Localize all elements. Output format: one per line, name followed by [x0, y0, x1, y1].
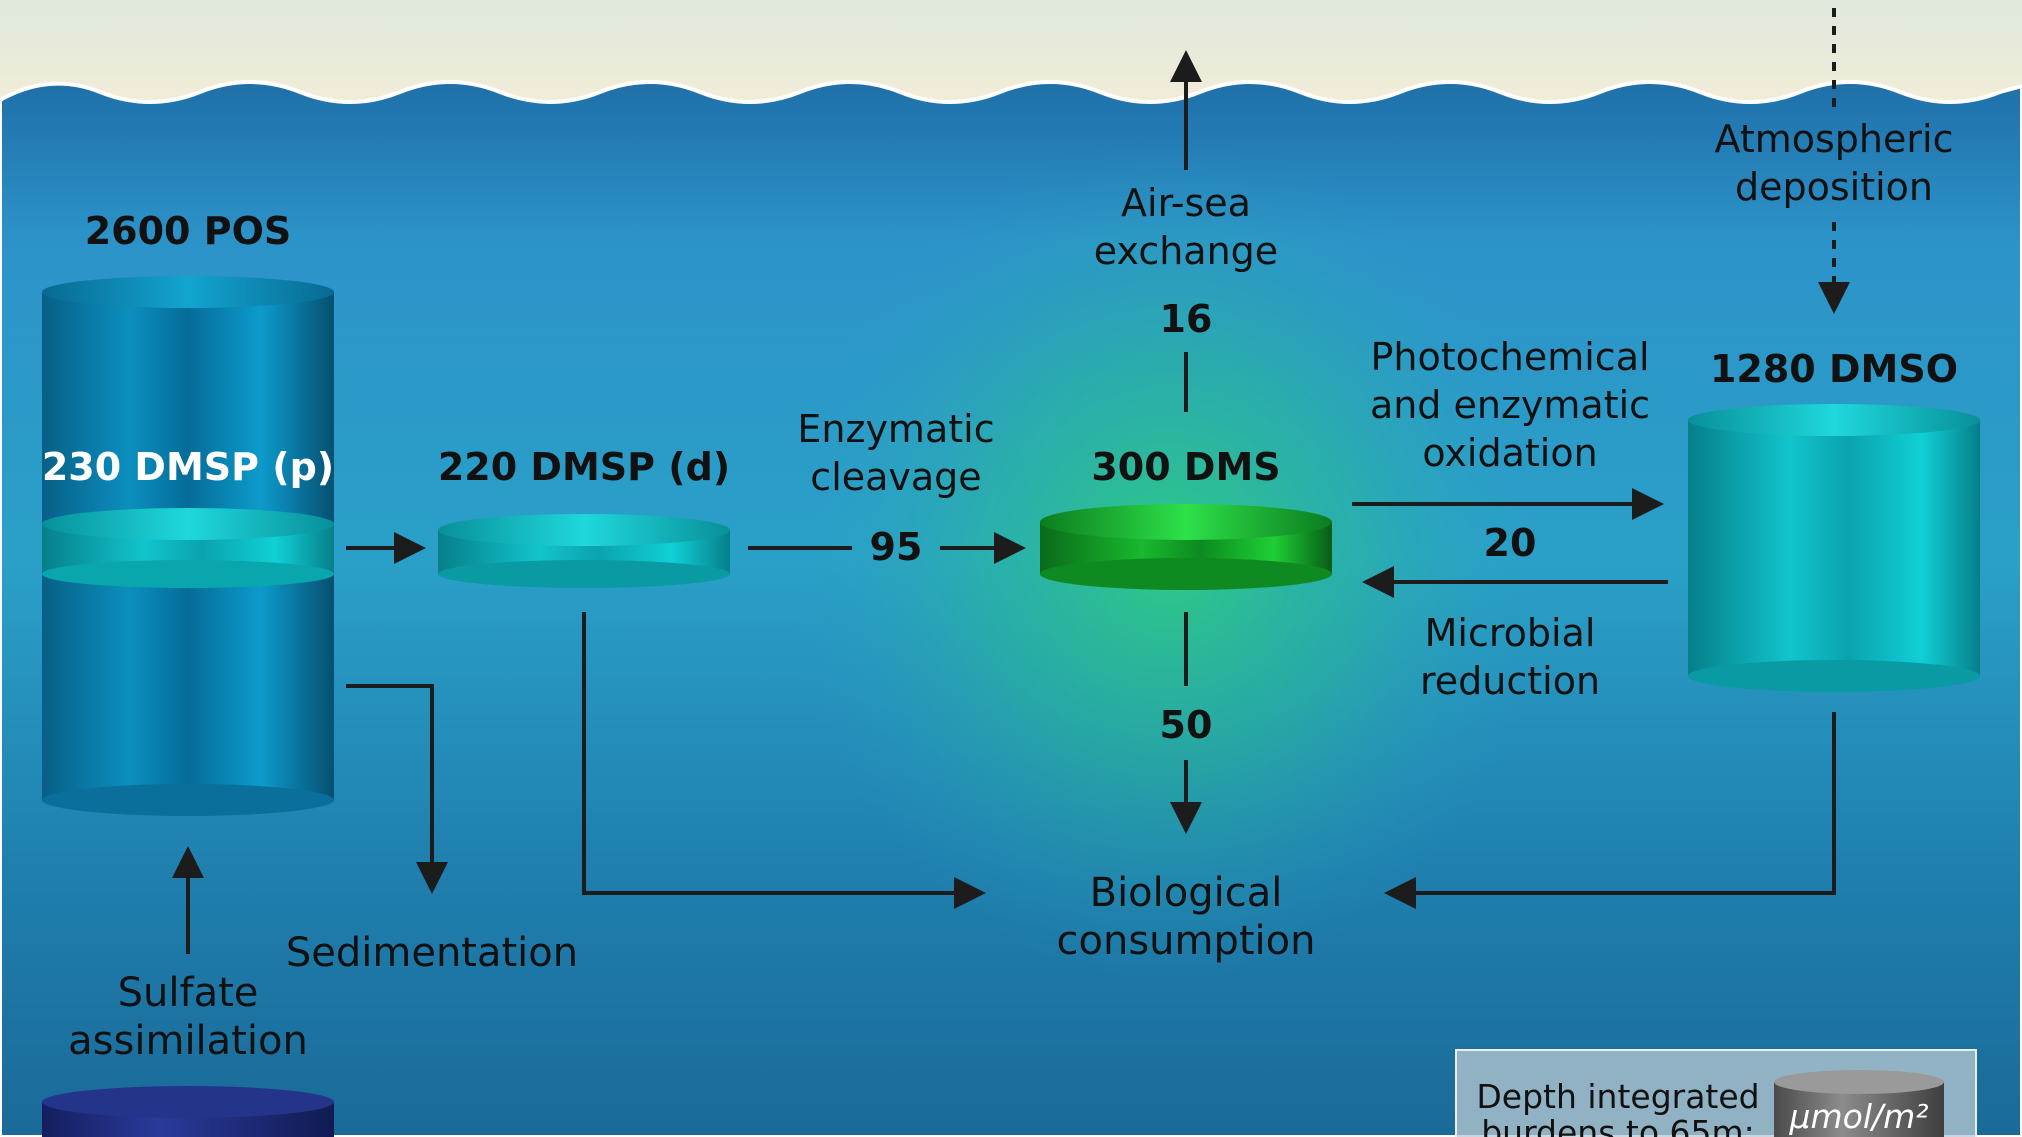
pos-label: 2600 POS: [85, 209, 292, 253]
dmso-pool: [1688, 404, 1980, 692]
legend-unit: μmol/m²: [1789, 1097, 1929, 1136]
sulfate-label-2: assimilation: [68, 1018, 308, 1064]
microbial-label-2: reduction: [1420, 659, 1600, 703]
enzymatic-label-1: Enzymatic: [797, 407, 994, 451]
photo-label-1: Photochemical: [1370, 335, 1649, 379]
sulfate-pool: [42, 1086, 334, 1137]
microbial-label-1: Microbial: [1425, 611, 1596, 655]
photo-label-3: oxidation: [1422, 431, 1597, 475]
sulfate-label-1: Sulfate: [118, 970, 259, 1016]
atmos-label-1: Atmospheric: [1715, 117, 1954, 161]
atmos-label-2: deposition: [1735, 165, 1933, 209]
dmsp-d-pool: [438, 514, 730, 588]
sedimentation-label: Sedimentation: [286, 930, 578, 976]
dmso-label: 1280 DMSO: [1710, 347, 1958, 391]
enzymatic-label-2: cleavage: [810, 455, 981, 499]
bio-label-2: consumption: [1057, 918, 1316, 964]
consumption-value: 50: [1160, 703, 1213, 747]
bio-label-1: Biological: [1090, 870, 1283, 916]
air-sea-value: 16: [1160, 297, 1213, 341]
exchange-value: 20: [1484, 521, 1537, 565]
dms-pool: [1040, 504, 1332, 590]
pos-pool: [42, 276, 334, 816]
air-sea-label-2: exchange: [1094, 229, 1278, 273]
air-sea-label-1: Air-sea: [1121, 181, 1251, 225]
dmsp-p-label: 230 DMSP (p): [42, 445, 334, 489]
enzymatic-value: 95: [870, 525, 923, 569]
photo-label-2: and enzymatic: [1370, 383, 1650, 427]
dmsp-d-label: 220 DMSP (d): [438, 445, 730, 489]
legend-line-1: Depth integrated: [1476, 1077, 1759, 1116]
legend-line-2: burdens to 65m:: [1481, 1113, 1755, 1137]
dms-label: 300 DMS: [1091, 445, 1280, 489]
